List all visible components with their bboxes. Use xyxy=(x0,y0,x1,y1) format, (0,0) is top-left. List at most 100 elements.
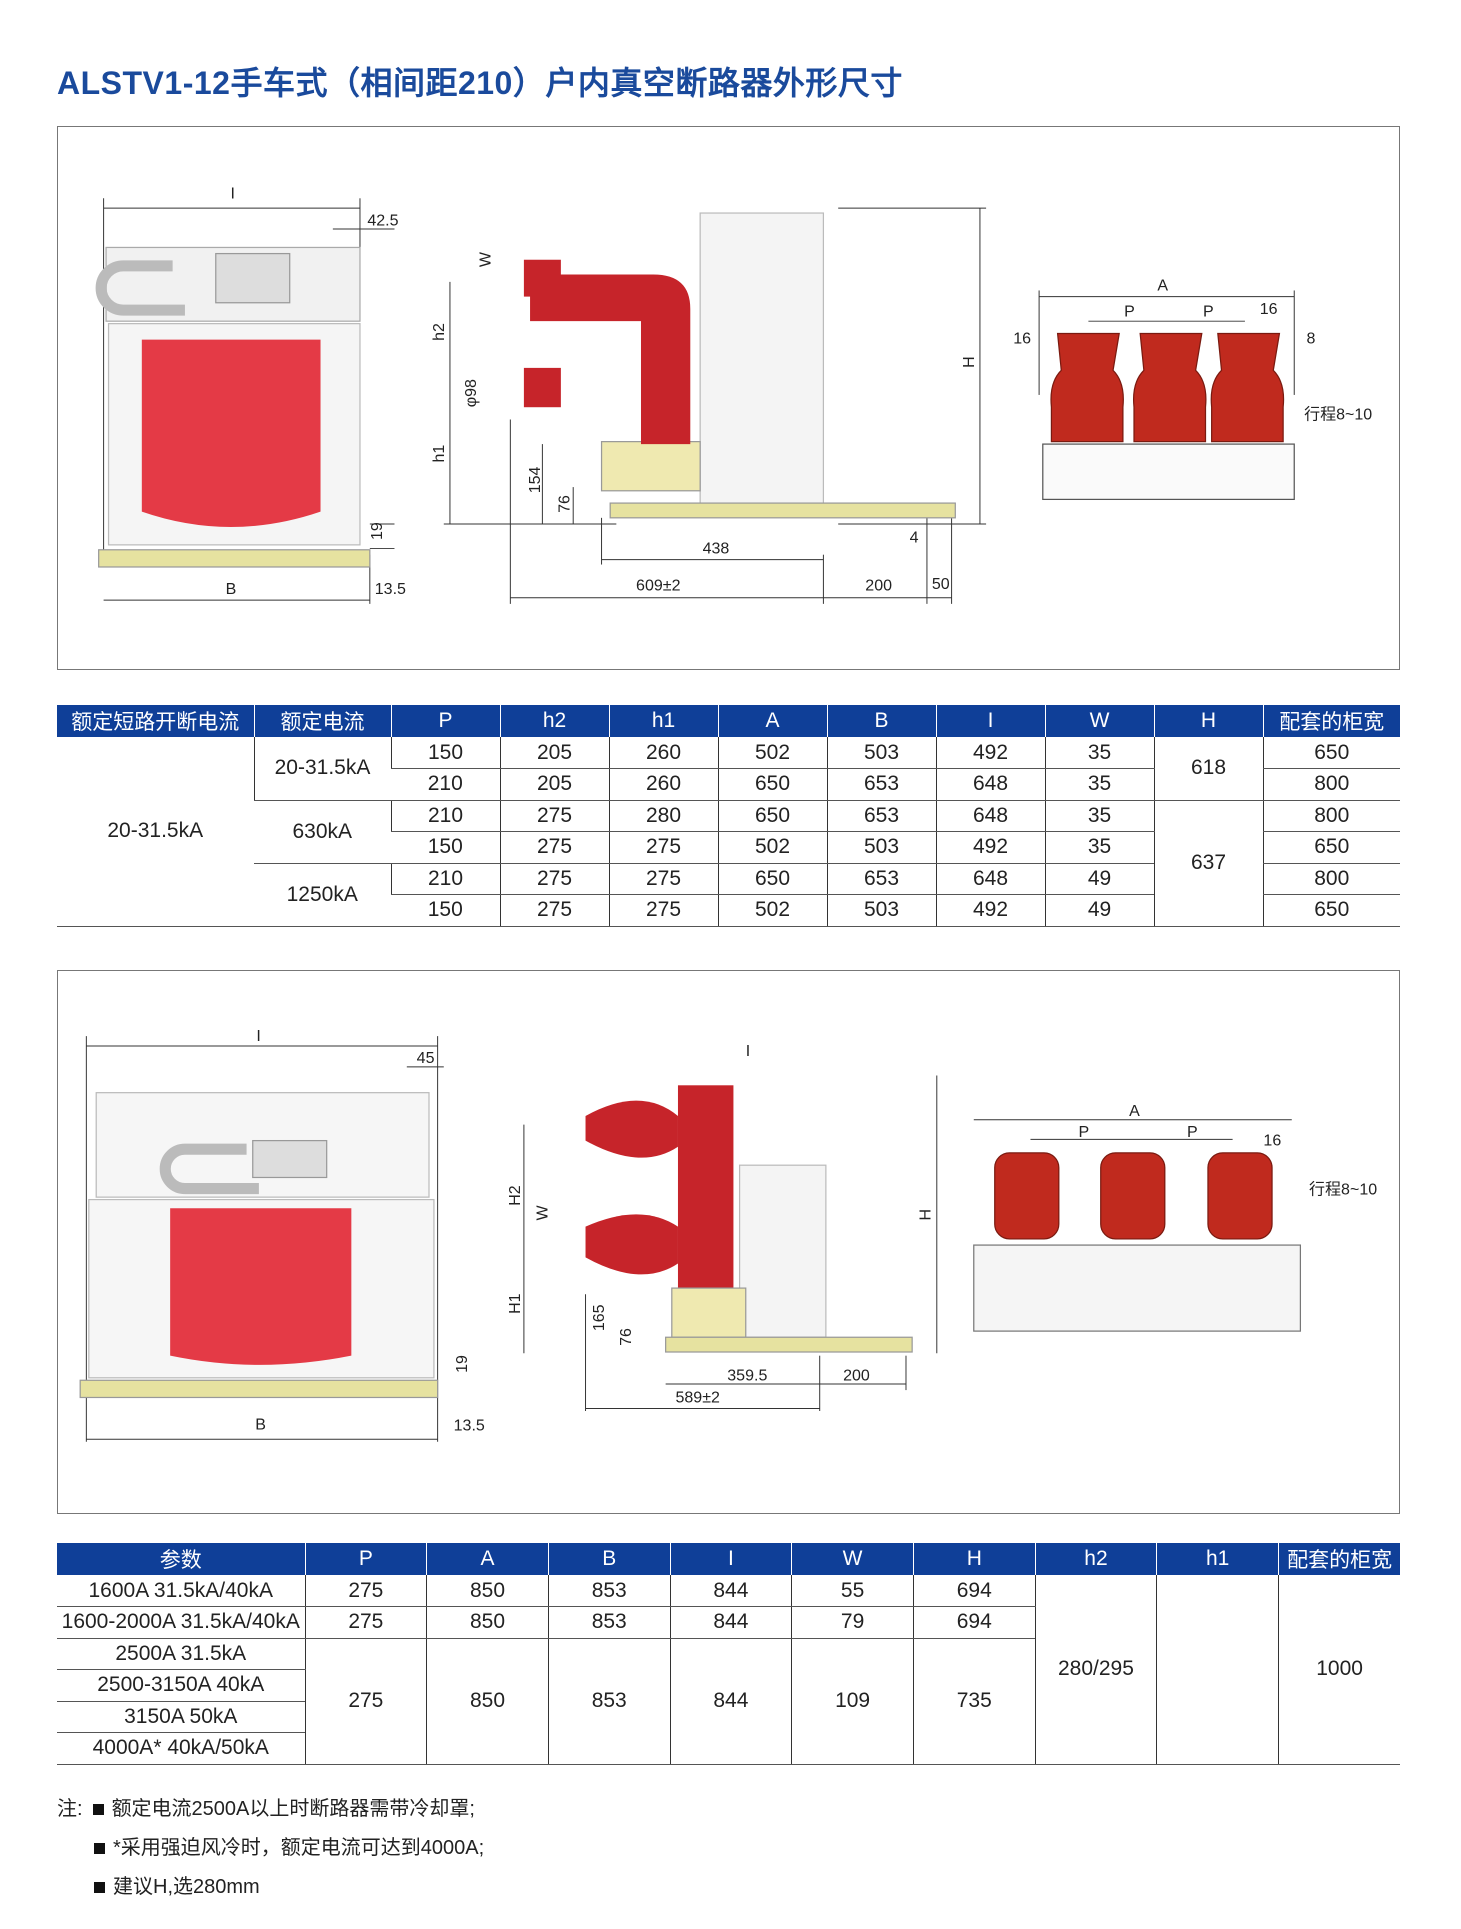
header-cell: 参数 xyxy=(57,1543,305,1575)
table-cell: 800 xyxy=(1262,768,1400,801)
table-cell: 492 xyxy=(935,894,1045,927)
dim-13-5: 13.5 xyxy=(375,581,406,598)
dim-H: H xyxy=(961,356,978,368)
table-cell: 210 xyxy=(390,863,500,895)
table-cell: 637 xyxy=(1153,800,1263,927)
dim-P: P xyxy=(1079,1124,1090,1141)
dim-609: 609±2 xyxy=(636,577,681,594)
table-cell: 280 xyxy=(608,800,718,832)
table-cell: 648 xyxy=(935,863,1045,895)
bullet-icon xyxy=(94,1843,105,1854)
dim-359-5: 359.5 xyxy=(727,1367,767,1384)
dim-13-5: 13.5 xyxy=(454,1418,485,1435)
dim-stroke: 行程8~10 xyxy=(1304,406,1372,424)
table-cell: 502 xyxy=(717,831,827,864)
table-cell: 503 xyxy=(826,894,936,927)
note-item: 额定电流2500A以上时断路器需带冷却罩; xyxy=(111,1798,475,1820)
table-cell: 618 xyxy=(1153,737,1263,801)
table-cell: 650 xyxy=(1262,894,1400,927)
header-cell: W xyxy=(1044,705,1154,737)
table-cell: 653 xyxy=(826,863,936,895)
dimension-drawing-1: I 42.5 19 13.5 B W h2 φ98 h1 154 76 438 … xyxy=(95,185,1372,604)
table-cell: 650 xyxy=(1262,737,1400,769)
table-cell xyxy=(1156,1575,1279,1765)
bullet-icon xyxy=(94,1882,105,1893)
header-cell: B xyxy=(826,705,936,737)
table-cell: 653 xyxy=(826,800,936,832)
header-cell: h2 xyxy=(499,705,609,737)
table-cell: 844 xyxy=(669,1638,792,1765)
table-cell: 275 xyxy=(499,863,609,895)
dim-I: I xyxy=(256,1028,260,1045)
table-cell: 853 xyxy=(547,1638,671,1765)
dim-I: I xyxy=(231,185,235,202)
table-cell: 3150A 50kA xyxy=(57,1701,305,1733)
table-cell: 844 xyxy=(669,1575,792,1607)
table-cell: 502 xyxy=(717,894,827,927)
dim-H1: H1 xyxy=(507,1293,524,1314)
table-cell: 502 xyxy=(717,737,827,769)
table-cell: 1000 xyxy=(1278,1575,1401,1765)
table-cell: 850 xyxy=(426,1638,549,1765)
notes: 注:额定电流2500A以上时断路器需带冷却罩; *采用强迫风冷时，额定电流可达到… xyxy=(57,1790,484,1907)
dim-438: 438 xyxy=(703,540,730,557)
dim-16: 16 xyxy=(1013,330,1031,347)
table-cell: 35 xyxy=(1044,768,1154,801)
table-cell: 20-31.5kA xyxy=(57,737,254,927)
dim-stroke: 行程8~10 xyxy=(1309,1181,1377,1199)
header-cell: 配套的柜宽 xyxy=(1278,1543,1401,1575)
table-row: 4000A* 40kA/50kA xyxy=(57,1732,1400,1765)
dim-B: B xyxy=(255,1416,266,1433)
dim-phi98: φ98 xyxy=(463,379,480,407)
table-cell: 853 xyxy=(547,1606,671,1639)
dim-I: I xyxy=(746,1043,750,1060)
table-cell: 35 xyxy=(1044,831,1154,864)
table-cell: 800 xyxy=(1262,800,1400,832)
table-cell: 150 xyxy=(391,831,500,864)
header-cell: H xyxy=(912,1543,1036,1575)
table-cell: 280/295 xyxy=(1034,1575,1157,1765)
table-cell: 1600A 31.5kA/40kA xyxy=(57,1575,305,1607)
table-cell: 694 xyxy=(912,1575,1036,1607)
dim-165: 165 xyxy=(591,1304,608,1331)
dim-P: P xyxy=(1187,1124,1198,1141)
dim-16: 16 xyxy=(1263,1133,1281,1150)
page-title: ALSTV1-12手车式（相间距210）户内真空断路器外形尺寸 xyxy=(57,65,903,101)
table-cell: 275 xyxy=(304,1575,427,1607)
table-cell: 275 xyxy=(499,894,609,927)
table-cell: 150 xyxy=(391,894,500,927)
notes-label: 注: xyxy=(57,1798,83,1820)
table-cell: 653 xyxy=(826,768,936,801)
table-cell: 205 xyxy=(499,768,609,801)
table-cell: 844 xyxy=(669,1606,792,1639)
table-cell: 650 xyxy=(1262,831,1400,864)
table-cell: 735 xyxy=(912,1638,1036,1765)
table-cell: 492 xyxy=(935,831,1045,864)
header-cell: A xyxy=(426,1543,549,1575)
table-cell: 648 xyxy=(935,768,1045,801)
table-cell: 275 xyxy=(304,1638,427,1765)
header-cell: A xyxy=(717,705,827,737)
header-cell: H xyxy=(1153,705,1263,737)
table-cell: 35 xyxy=(1044,800,1154,832)
dim-19: 19 xyxy=(454,1355,471,1373)
header-cell: 额定短路开断电流 xyxy=(57,705,254,737)
dim-A: A xyxy=(1129,1103,1140,1120)
table-cell: 850 xyxy=(426,1606,549,1639)
table-cell: 260 xyxy=(608,768,718,801)
table-cell: 275 xyxy=(608,894,718,927)
table-cell: 492 xyxy=(935,737,1045,769)
dim-154: 154 xyxy=(527,466,544,493)
table-cell: 2500-3150A 40kA xyxy=(57,1669,305,1702)
dim-45: 45 xyxy=(417,1050,435,1067)
table-cell: 4000A* 40kA/50kA xyxy=(57,1732,305,1765)
dimension-drawing-2: I 45 19 13.5 B I H2 W H1 165 76 359.5 20… xyxy=(79,1028,1377,1442)
header-cell: 额定电流 xyxy=(253,705,391,737)
dim-589: 589±2 xyxy=(676,1389,721,1406)
